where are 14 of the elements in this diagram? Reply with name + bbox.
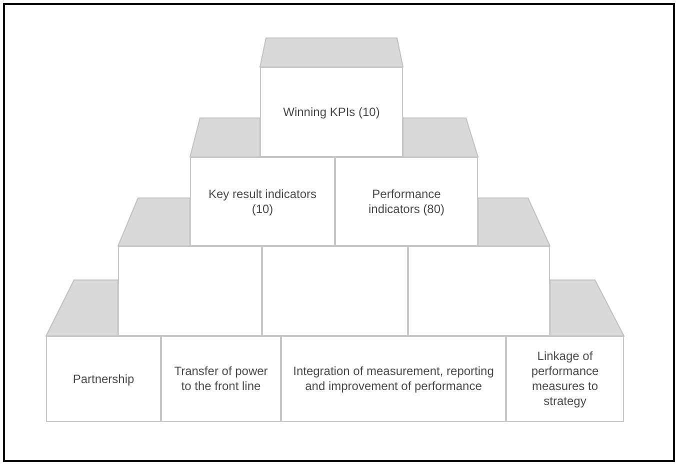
pyramid-block xyxy=(281,336,506,422)
block-label: Performance indicators (80) xyxy=(367,186,446,216)
block-label: Partnership xyxy=(72,372,136,386)
block-label: Key result indicators (10) xyxy=(207,186,318,216)
pyramid-block xyxy=(335,157,478,246)
pyramid-block xyxy=(46,336,161,422)
block-label: Transfer of power to the front line xyxy=(173,364,269,394)
pyramid-block xyxy=(260,67,403,157)
block-label: Linkage of performance measures to strategy xyxy=(530,349,600,409)
pyramid-block xyxy=(506,336,624,422)
pyramid-block xyxy=(161,336,281,422)
block-label: Integration of measurement, reporting and improvement of performance xyxy=(292,364,495,394)
block-label: Winning KPIs (10) xyxy=(282,104,381,120)
pyramid-block xyxy=(190,157,335,246)
